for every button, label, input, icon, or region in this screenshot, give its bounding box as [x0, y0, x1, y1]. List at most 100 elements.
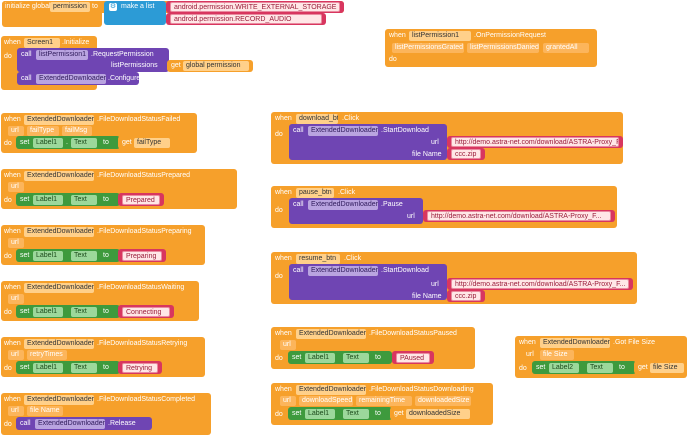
param-url[interactable]: url	[8, 294, 24, 304]
when-label: when	[4, 116, 21, 123]
component-selector[interactable]: ExtendedDownloader1	[24, 171, 94, 181]
param-granted[interactable]: listPermissionsGrated	[392, 43, 464, 53]
click-event: .Click	[344, 255, 362, 262]
call-label: call	[293, 267, 304, 274]
component-selector[interactable]: ExtendedDownloader1	[540, 338, 610, 348]
property-selector[interactable]: Text	[71, 251, 97, 261]
button-selector[interactable]: pause_btn	[296, 188, 334, 198]
url-param-label: url	[431, 139, 439, 146]
event-name: .FileDownloadStatusCompleted	[97, 396, 196, 403]
set-label: set	[20, 196, 30, 203]
param-fail-type[interactable]: failType	[27, 126, 59, 136]
param-download-speed[interactable]: downloadSpeed	[299, 396, 353, 406]
component-selector[interactable]: ExtendedDownloader1	[24, 227, 94, 237]
get-label: get	[394, 410, 404, 417]
text-value[interactable]: Prepared	[122, 195, 160, 205]
param-url[interactable]: url	[8, 238, 24, 248]
property-selector[interactable]: Text	[587, 363, 613, 373]
label-selector[interactable]: Label1	[33, 195, 63, 205]
text-value[interactable]: Connecting	[122, 307, 170, 317]
when-label: when	[389, 32, 406, 39]
initialize-event: .Initialize	[62, 39, 90, 46]
screen-name[interactable]: Screen1	[24, 38, 60, 48]
label-selector[interactable]: Label1	[33, 363, 63, 373]
label-selector[interactable]: Label2	[549, 363, 579, 373]
label-selector[interactable]: Label1	[33, 307, 63, 317]
param-url[interactable]: url	[280, 340, 296, 350]
when-label: when	[275, 255, 292, 262]
event-name: .FileDownloadStatusFailed	[97, 116, 181, 123]
param-downloaded-size[interactable]: downloadedSize	[415, 396, 471, 406]
component-selector[interactable]: ExtendedDownloader1	[296, 385, 366, 395]
param-retry-times[interactable]: retryTimes	[27, 350, 67, 360]
list-item-0-text[interactable]: android.permission.WRITE_EXTERNAL_STORAG…	[170, 2, 340, 12]
param-url[interactable]: url	[8, 182, 24, 192]
text-value[interactable]: Retrying	[122, 363, 158, 373]
when-label: when	[4, 396, 21, 403]
get-var-name[interactable]: downloadedSize	[406, 409, 470, 419]
url-text[interactable]: http://demo.astra-net.com/download/ASTRA…	[427, 211, 611, 221]
when-label: when	[275, 115, 292, 122]
component-selector[interactable]: ExtendedDownloader1	[35, 419, 105, 429]
initialize-global-label: initialize global	[5, 3, 51, 10]
to-label: to	[375, 410, 381, 417]
do-label: do	[275, 207, 283, 214]
when-label: when	[4, 340, 21, 347]
button-selector[interactable]: resume_btn	[296, 254, 340, 264]
property-selector[interactable]: Text	[71, 307, 97, 317]
component-selector[interactable]: ExtendedDownloader1	[296, 329, 366, 339]
get-var-name[interactable]: file Size	[650, 363, 684, 373]
set-label: set	[292, 354, 302, 361]
param-url[interactable]: url	[280, 396, 296, 406]
when-label: when	[275, 189, 292, 196]
text-value[interactable]: PAused	[396, 353, 430, 363]
label-selector[interactable]: Label1	[33, 251, 63, 261]
param-url[interactable]: url	[8, 350, 24, 360]
url-text[interactable]: http://demo.astra-net.com/download/ASTRA…	[451, 137, 619, 147]
call-label: call	[293, 201, 304, 208]
list-item-1-text[interactable]: android.permission.RECORD_AUDIO	[170, 14, 322, 24]
gear-icon[interactable]: ⚙	[109, 3, 117, 11]
property-selector[interactable]: Text	[343, 409, 369, 419]
do-label: do	[519, 365, 527, 372]
property-selector[interactable]: Text	[343, 353, 369, 363]
param-fail-msg[interactable]: failMsg	[62, 126, 92, 136]
get-var-name[interactable]: failType	[134, 138, 170, 148]
label-selector[interactable]: Label1	[33, 138, 63, 148]
component-selector[interactable]: ExtendedDownloader1	[308, 266, 378, 276]
param-url[interactable]: url	[8, 126, 24, 136]
label-selector[interactable]: Label1	[305, 353, 335, 363]
component-selector[interactable]: ExtendedDownloader1	[24, 283, 94, 293]
file-text[interactable]: ccc.zip	[451, 149, 481, 159]
component-selector[interactable]: ExtendedDownloader1	[308, 200, 378, 210]
property-selector[interactable]: Text	[71, 195, 97, 205]
property-selector[interactable]: Text	[71, 138, 97, 148]
do-label: do	[4, 140, 12, 147]
property-selector[interactable]: Text	[71, 363, 97, 373]
to-label: to	[375, 354, 381, 361]
do-label: do	[275, 411, 283, 418]
component-selector[interactable]: listPermission1	[409, 31, 471, 41]
global-var-name[interactable]: permission	[50, 2, 90, 12]
component-selector[interactable]: listPermission1	[36, 50, 88, 60]
label-selector[interactable]: Label1	[305, 409, 335, 419]
param-file-name[interactable]: file Name	[27, 406, 63, 416]
component-selector[interactable]: ExtendedDownloader1	[24, 395, 94, 405]
param-url[interactable]: url	[8, 406, 24, 416]
param-denied[interactable]: listPermissionsDanied	[467, 43, 539, 53]
component-selector[interactable]: ExtendedDownloader1	[24, 339, 94, 349]
param-granted-all[interactable]: grantedAll	[543, 43, 589, 53]
button-selector[interactable]: download_btn	[296, 114, 338, 124]
text-value[interactable]: Preparing	[122, 251, 162, 261]
component-selector-2[interactable]: ExtendedDownloader1	[36, 74, 106, 84]
get-var-name[interactable]: global permission	[183, 61, 249, 71]
param-remaining-time[interactable]: remainingTime	[356, 396, 412, 406]
param-file-size[interactable]: file Size	[540, 350, 574, 360]
component-selector[interactable]: ExtendedDownloader1	[24, 115, 94, 125]
component-selector[interactable]: ExtendedDownloader1	[308, 126, 378, 136]
url-text[interactable]: http://demo.astra-net.com/download/ASTRA…	[451, 279, 629, 289]
method-name: .StartDownload	[381, 267, 429, 274]
file-text[interactable]: ccc.zip	[451, 291, 481, 301]
method-name: .StartDownload	[381, 127, 429, 134]
